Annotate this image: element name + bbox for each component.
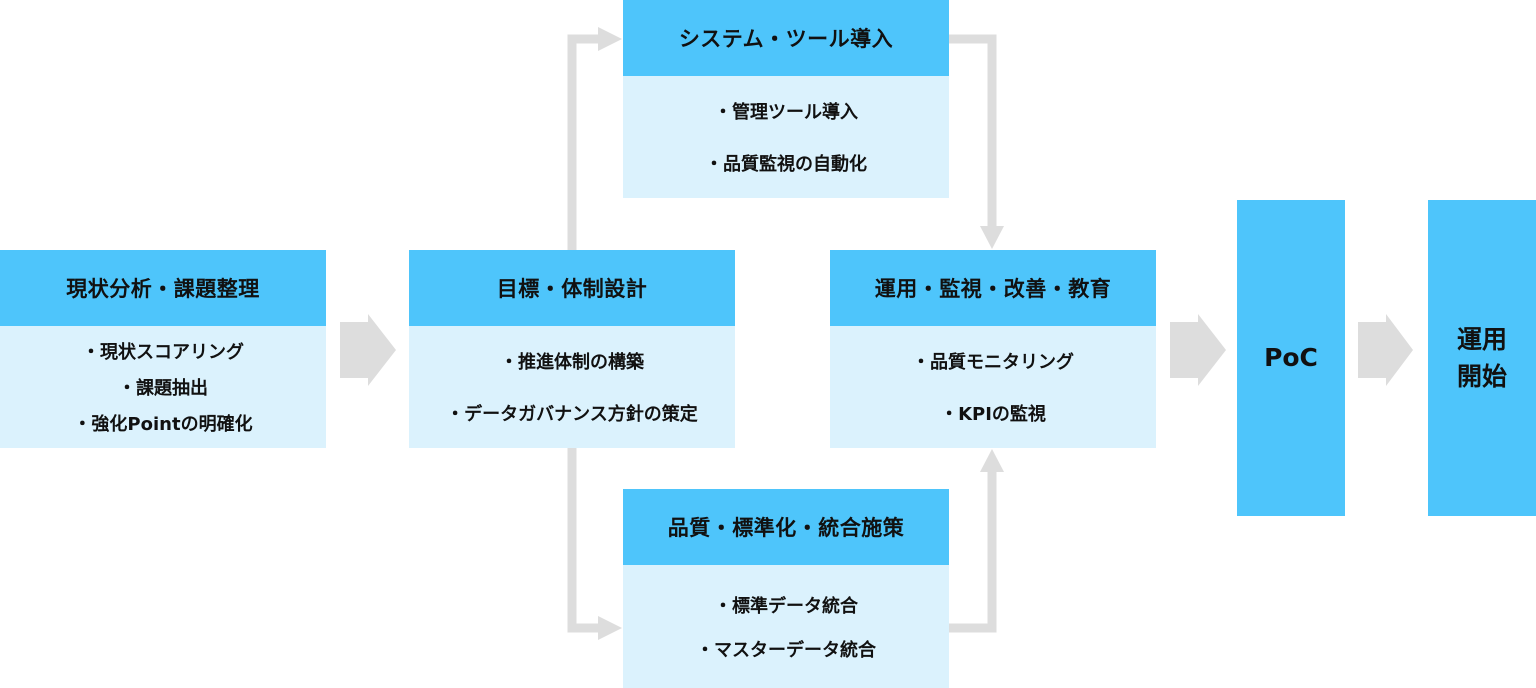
step-poc-label: PoC (1264, 343, 1318, 373)
step-system-title: システム・ツール導入 (623, 0, 949, 76)
step-analysis: 現状分析・課題整理 ・現状スコアリング ・課題抽出 ・強化Pointの明確化 (0, 250, 326, 448)
arrow-analysis-to-design (340, 314, 396, 386)
step-system: システム・ツール導入 ・管理ツール導入 ・品質監視の自動化 (623, 0, 949, 198)
step-analysis-title: 現状分析・課題整理 (0, 250, 326, 326)
list-item: ・データガバナンス方針の策定 (446, 404, 698, 425)
list-item: ・管理ツール導入 (714, 102, 858, 123)
step-analysis-items: ・現状スコアリング ・課題抽出 ・強化Pointの明確化 (0, 326, 326, 448)
step-operation-title: 運用・監視・改善・教育 (830, 250, 1156, 326)
list-item: ・マスターデータ統合 (696, 639, 876, 661)
step-quality-title: 品質・標準化・統合施策 (623, 489, 949, 565)
step-design-title: 目標・体制設計 (409, 250, 735, 326)
step-operation-items: ・品質モニタリング ・KPIの監視 (830, 326, 1156, 448)
arrowhead-design-to-quality (598, 616, 622, 640)
step-quality: 品質・標準化・統合施策 ・標準データ統合 ・マスターデータ統合 (623, 489, 949, 688)
step-quality-items: ・標準データ統合 ・マスターデータ統合 (623, 565, 949, 688)
arrow-operation-to-poc (1170, 314, 1226, 386)
step-system-items: ・管理ツール導入 ・品質監視の自動化 (623, 76, 949, 198)
step-design-items: ・推進体制の構築 ・データガバナンス方針の策定 (409, 326, 735, 448)
list-item: ・推進体制の構築 (500, 352, 644, 373)
step-poc: PoC (1237, 200, 1345, 516)
step-start-line1: 運用 (1456, 324, 1507, 354)
step-operation: 運用・監視・改善・教育 ・品質モニタリング ・KPIの監視 (830, 250, 1156, 448)
list-item: ・標準データ統合 (714, 595, 858, 617)
step-start-line2: 開始 (1456, 362, 1507, 391)
connector-design-to-quality (567, 448, 600, 633)
arrow-poc-to-start (1358, 314, 1413, 386)
connector-system-to-operation (949, 34, 997, 228)
arrowhead-system-to-operation (980, 226, 1004, 249)
connector-quality-to-operation (949, 470, 997, 633)
connector-design-to-system (567, 34, 600, 250)
step-design: 目標・体制設計 ・推進体制の構築 ・データガバナンス方針の策定 (409, 250, 735, 448)
arrowhead-design-to-system (598, 27, 622, 51)
list-item: ・品質監視の自動化 (705, 154, 867, 175)
list-item: ・現状スコアリング (82, 342, 244, 363)
list-item: ・KPIの監視 (940, 404, 1046, 425)
list-item: ・品質モニタリング (912, 352, 1074, 373)
step-start: 運用 開始 (1428, 200, 1536, 516)
list-item: ・強化Pointの明確化 (73, 414, 253, 435)
list-item: ・課題抽出 (118, 378, 208, 399)
arrowhead-quality-to-operation (980, 449, 1004, 472)
